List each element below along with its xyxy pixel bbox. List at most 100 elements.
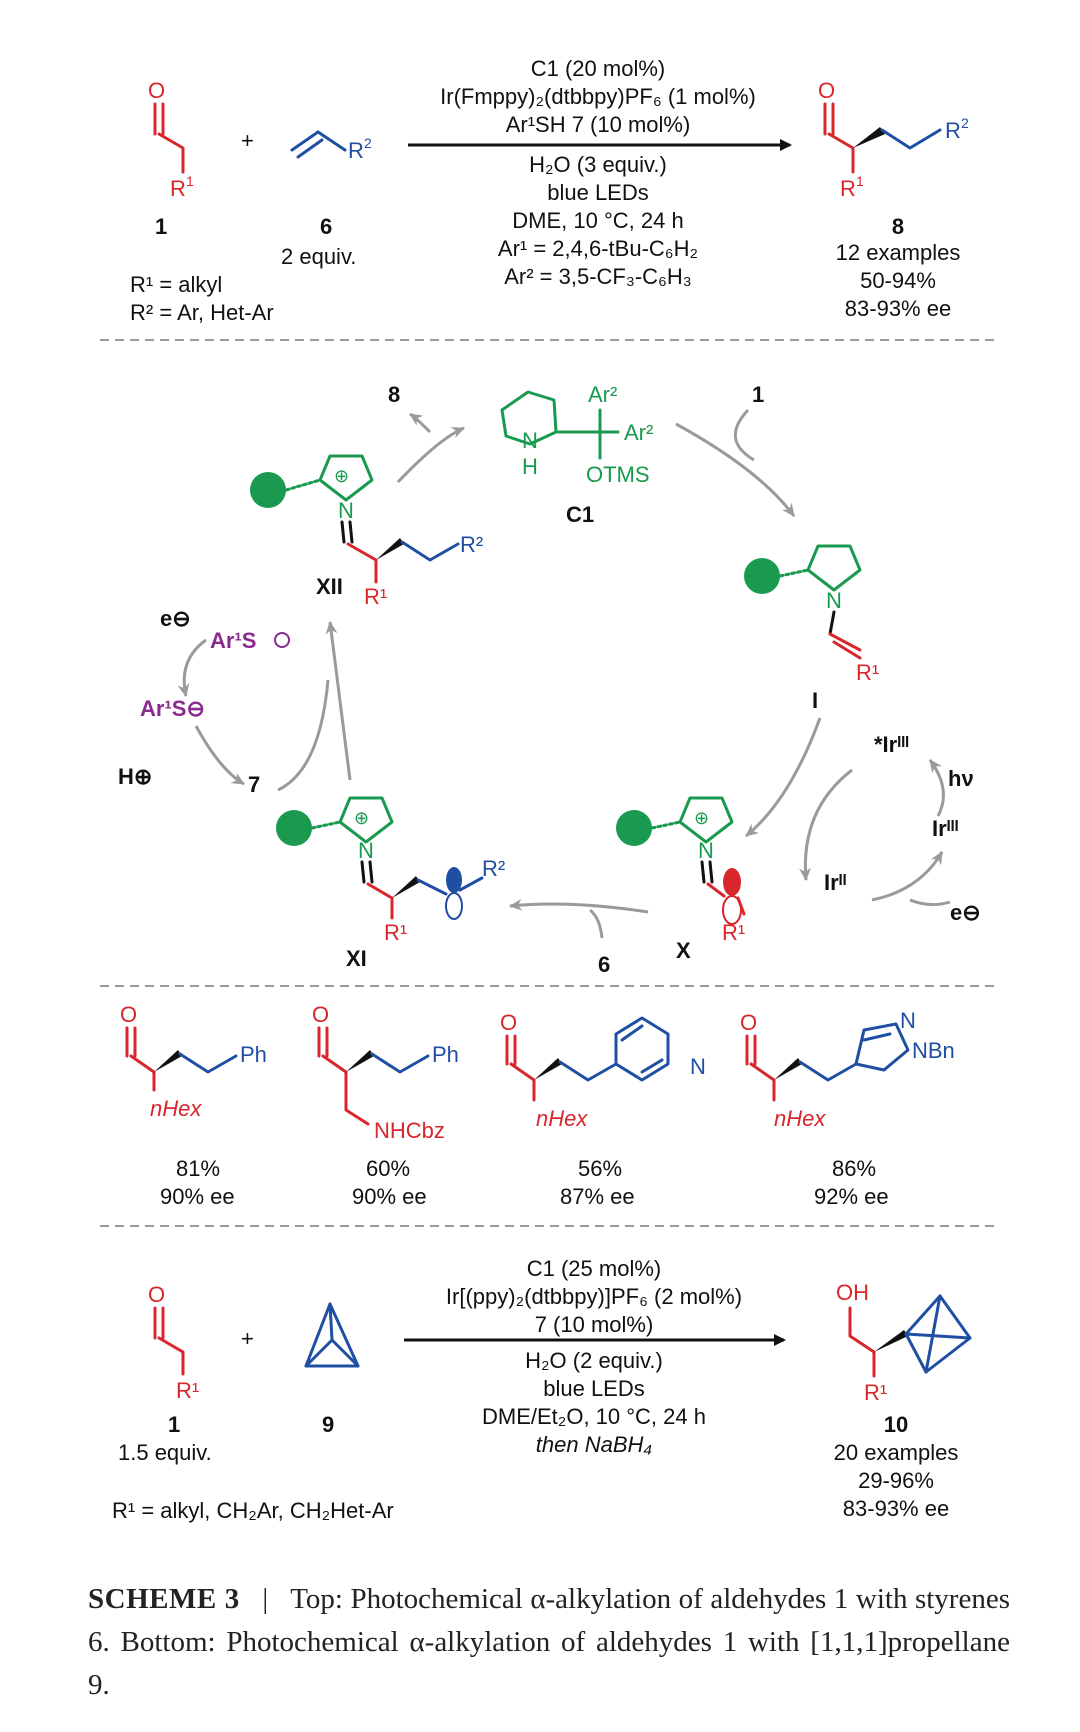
iminium-n: N <box>358 838 374 863</box>
carbonyl-oxygen: O <box>148 78 165 103</box>
electron-in: e⊖ <box>160 606 191 631</box>
intermediate-X: ⊕ N R¹ X <box>616 796 746 963</box>
condition-ar2: Ar² = 3,5-CF₃-C₆H₃ <box>504 264 692 289</box>
example-2-group: Ph <box>432 1042 459 1067</box>
example-2-chain: NHCbz <box>374 1118 445 1143</box>
r2: R² <box>460 532 483 557</box>
product-8-ee: 83-93% ee <box>845 296 951 321</box>
example-1-group: Ph <box>240 1042 267 1067</box>
compound-9-label: 9 <box>322 1412 334 1437</box>
intermediate-I: N R¹ I <box>744 544 879 713</box>
example-4-group2: N <box>900 1008 916 1033</box>
excited-iridium-III: *Irᴵᴵᴵ <box>874 732 909 757</box>
sup: 2 <box>961 115 969 131</box>
example-3: O N nHex 56% 87% ee <box>500 1010 706 1209</box>
r1: R¹ <box>864 1380 887 1405</box>
arrow-anion-to-7 <box>194 725 245 786</box>
example-3-yield: 56% <box>578 1156 622 1181</box>
carbonyl-oxygen: O <box>120 1002 137 1027</box>
arrow-X-to-XI <box>509 898 649 914</box>
otms-group: OTMS <box>586 462 650 487</box>
example-1-yield: 81% <box>176 1156 220 1181</box>
label-X: X <box>676 938 691 963</box>
hydroxyl: OH <box>836 1280 869 1305</box>
intermediate-XI: ⊕ N R² R¹ XI <box>276 796 505 971</box>
example-1-chain: nHex <box>150 1096 202 1121</box>
product-10-yield: 29-96% <box>858 1468 934 1493</box>
r1: R¹ <box>722 920 745 945</box>
r1: R¹ <box>384 920 407 945</box>
product-8-yield: 50-94% <box>860 268 936 293</box>
condition-light-b: blue LEDs <box>543 1376 645 1401</box>
carbonyl-oxygen: O <box>148 1282 165 1307</box>
positive-charge: ⊕ <box>694 808 709 828</box>
condition-photocatalyst-b: Ir[(ppy)₂(dtbbpy)]PF₆ (2 mol%) <box>446 1284 742 1309</box>
example-3-ee: 87% ee <box>560 1184 635 1209</box>
iridium-II: Irᴵᴵ <box>824 870 847 895</box>
label-1: 1 <box>752 382 764 407</box>
caption-label: SCHEME 3 <box>88 1583 240 1615</box>
r2: R² <box>482 856 505 881</box>
aldehyde-1-structure: O R 1 1 <box>148 78 194 239</box>
example-4-chain: nHex <box>774 1106 826 1131</box>
catalytic-cycle: N H Ar² Ar² OTMS C1 8 1 ⊕ N <box>118 382 981 977</box>
r2-label: R <box>348 138 364 163</box>
iminium-n: N <box>698 838 714 863</box>
arrow-ir3-to-ir2 <box>799 768 853 881</box>
label-XII: XII <box>316 574 343 599</box>
equiv-1: 1.5 equiv. <box>118 1440 212 1465</box>
product-10-label: 10 <box>884 1412 908 1437</box>
product-10-ee: 83-93% ee <box>843 1496 949 1521</box>
ar2-top: Ar² <box>588 382 617 407</box>
c1-label: C1 <box>566 502 594 527</box>
thiolate-anion: Ar¹S⊖ <box>140 696 205 721</box>
arrow-input-1 <box>733 408 755 462</box>
compound-1-label-bottom: 1 <box>168 1412 180 1437</box>
product-8-structure: O R 2 R 1 8 12 examples 50-94% 83-93% ee <box>818 78 969 321</box>
arrow-release-8 <box>396 426 465 484</box>
carbonyl-oxygen: O <box>740 1010 757 1035</box>
examples-row: O Ph nHex 81% 90% ee O Ph NHCbz 60% 90% … <box>120 1002 955 1209</box>
caption-separator: | <box>262 1583 269 1615</box>
iminium-n: N <box>338 498 354 523</box>
ar2-right: Ar² <box>624 420 653 445</box>
arrow-XI-to-XII <box>325 621 352 781</box>
example-1: O Ph nHex 81% 90% ee <box>120 1002 267 1209</box>
product-8-label: 8 <box>892 214 904 239</box>
example-4-group: NBn <box>912 1038 955 1063</box>
r1-label: R <box>840 176 856 201</box>
arrow-7-hat <box>277 679 330 792</box>
label-6: 6 <box>598 952 610 977</box>
condition-water: H₂O (3 equiv.) <box>529 152 667 177</box>
product-10-structure: OH R¹ 10 20 examples 29-96% 83-93% ee <box>834 1280 972 1521</box>
bottom-reaction: O R¹ 1 1.5 equiv. + 9 R¹ = alkyl, CH₂Ar,… <box>112 1256 972 1523</box>
label-8: 8 <box>388 382 400 407</box>
bottom-conditions: C1 (25 mol%) Ir[(ppy)₂(dtbbpy)]PF₆ (2 mo… <box>446 1256 742 1457</box>
compound-6-label: 6 <box>320 214 332 239</box>
product-8-examples: 12 examples <box>836 240 961 265</box>
compound-1-label: 1 <box>155 214 167 239</box>
sup: 1 <box>856 173 864 189</box>
example-4-ee: 92% ee <box>814 1184 889 1209</box>
photoredox-cycle: *Irᴵᴵᴵ hν Irᴵᴵᴵ Irᴵᴵ e⊖ <box>799 732 981 925</box>
example-3-chain: nHex <box>536 1106 588 1131</box>
iridium-III: Irᴵᴵᴵ <box>932 816 959 841</box>
positive-charge: ⊕ <box>334 466 349 486</box>
example-2-yield: 60% <box>366 1156 410 1181</box>
thiyl-radical: Ar¹S <box>210 628 256 653</box>
arrow-ir2-to-ir3 <box>871 851 944 902</box>
example-2: O Ph NHCbz 60% 90% ee <box>312 1002 459 1209</box>
condition-catalyst: C1 (20 mol%) <box>531 56 665 81</box>
label-XI: XI <box>346 946 367 971</box>
nh-nitrogen: N <box>522 428 538 453</box>
hv-label: hν <box>948 766 974 791</box>
condition-thiol: Ar¹SH 7 (10 mol%) <box>506 112 691 137</box>
hat-cycle: e⊖ Ar¹S Ar¹S⊖ H⊕ 7 <box>118 606 330 797</box>
electron-out: e⊖ <box>950 900 981 925</box>
r2-label: R <box>945 118 961 143</box>
sup: 1 <box>186 173 194 189</box>
condition-reduction-b: then NaBH₄ <box>536 1432 652 1457</box>
reaction-scheme: O R 1 1 + R 2 6 2 equiv. R¹ = alkyl R² =… <box>100 56 1000 1523</box>
product-10-examples: 20 examples <box>834 1440 959 1465</box>
equiv-6: 2 equiv. <box>281 244 356 269</box>
